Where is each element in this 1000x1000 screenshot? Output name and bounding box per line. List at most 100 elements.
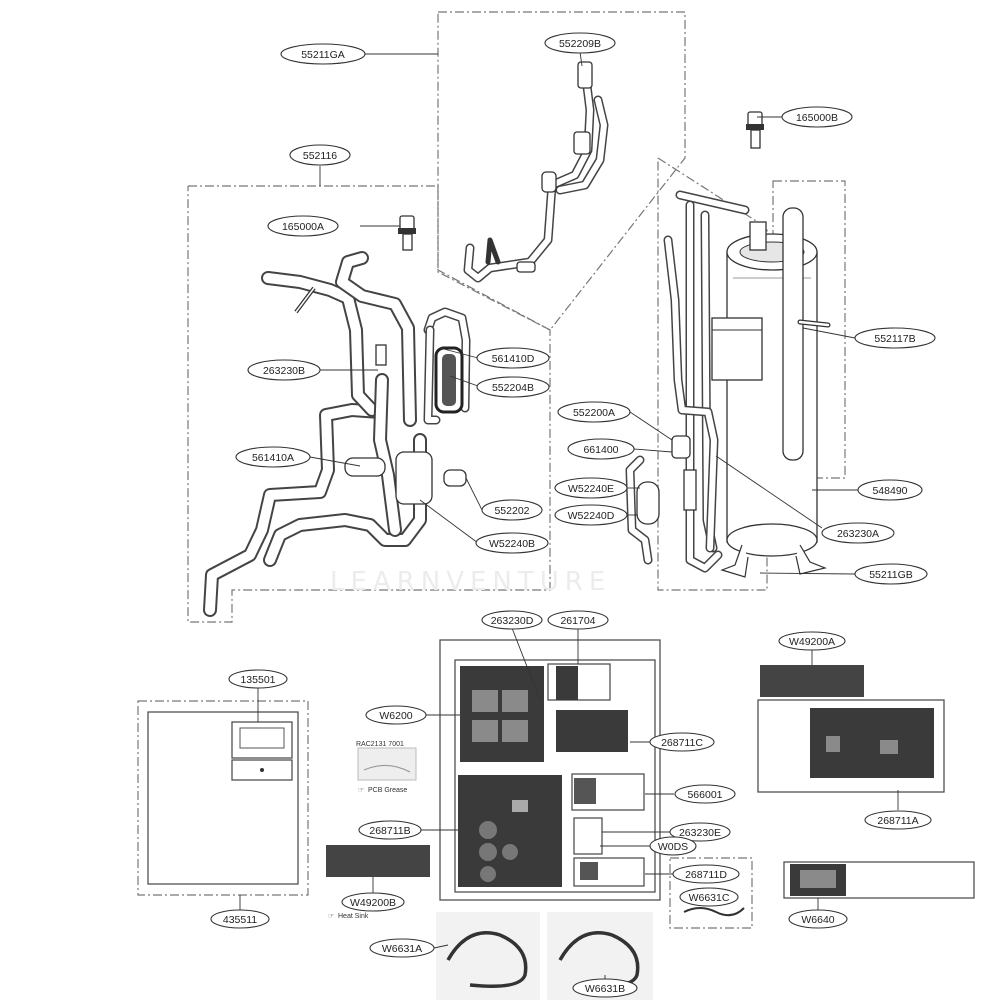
callout-w6631a[interactable]: W6631A xyxy=(369,938,435,958)
callout-552204b[interactable]: 552204B xyxy=(476,376,550,398)
callout-55211ga[interactable]: 55211GA xyxy=(280,43,366,65)
callout-268711d[interactable]: 268711D xyxy=(672,864,740,884)
callout-263230d[interactable]: 263230D xyxy=(481,610,543,630)
callout-label: 661400 xyxy=(583,444,618,456)
heat-sink-note-icon: ☞ xyxy=(328,913,334,920)
callout-435511[interactable]: 435511 xyxy=(210,909,270,929)
callout-268711b[interactable]: 268711B xyxy=(358,820,422,840)
piping-assembly-55211gb xyxy=(625,190,763,573)
callout-label: 165000B xyxy=(796,112,838,124)
callout-label: 552200A xyxy=(573,407,615,419)
group-outline-552116 xyxy=(187,185,551,623)
callout-w6200[interactable]: W6200 xyxy=(365,705,427,725)
callout-263230b[interactable]: 263230B xyxy=(247,359,321,381)
callout-label: 548490 xyxy=(872,485,907,497)
callout-55211gb[interactable]: 55211GB xyxy=(854,563,928,585)
accumulator-552117b xyxy=(782,207,831,461)
leader-lines xyxy=(239,51,899,980)
callout-label: W6631C xyxy=(689,892,730,904)
heat-sink-w49200a xyxy=(760,665,864,697)
control-box xyxy=(439,639,661,901)
callout-165000a[interactable]: 165000A xyxy=(267,215,339,237)
callout-label: 55211GA xyxy=(301,49,345,61)
callout-label: 552209B xyxy=(559,38,601,50)
callout-w6640[interactable]: W6640 xyxy=(788,909,848,929)
callout-552202[interactable]: 552202 xyxy=(481,499,543,521)
callout-263230e[interactable]: 263230E xyxy=(669,822,731,842)
callout-label: W0DS xyxy=(658,841,688,853)
callout-label: 561410A xyxy=(252,452,294,464)
callout-135501[interactable]: 135501 xyxy=(228,669,288,689)
callout-263230a[interactable]: 263230A xyxy=(821,522,895,544)
cable-w6631c xyxy=(683,907,745,917)
callout-552200a[interactable]: 552200A xyxy=(557,401,631,423)
board-w6640 xyxy=(783,861,975,899)
callout-552116[interactable]: 552116 xyxy=(289,144,351,166)
callout-label: 263230E xyxy=(679,827,721,839)
callout-label: 268711A xyxy=(877,815,918,827)
callout-w6631b[interactable]: W6631B xyxy=(572,978,638,998)
callout-268711a[interactable]: 268711A xyxy=(864,810,932,830)
piping-assembly-552116 xyxy=(203,251,471,617)
callout-w49200a[interactable]: W49200A xyxy=(778,631,846,651)
watermark-text: LEARNVENTURE xyxy=(330,567,611,597)
callout-w49200b[interactable]: W49200B xyxy=(341,892,405,912)
cover-panel-435511 xyxy=(147,711,299,885)
callout-566001[interactable]: 566001 xyxy=(674,784,736,804)
callout-label: 263230A xyxy=(837,528,879,540)
callout-label: 268711C xyxy=(661,737,703,749)
callout-label: 552116 xyxy=(303,150,337,162)
pcb-grease-note: PCB Grease xyxy=(368,787,407,794)
pcb-grease-note-icon: ☞ xyxy=(358,787,364,794)
callout-165000b[interactable]: 165000B xyxy=(781,106,853,128)
callout-552117b[interactable]: 552117B xyxy=(854,327,936,349)
heat-sink-w49200b xyxy=(326,845,430,877)
valve-assembly-552209b xyxy=(463,61,609,283)
valve-165000b xyxy=(746,111,764,149)
callout-label: 268711D xyxy=(685,869,727,881)
callout-label: 435511 xyxy=(223,914,257,926)
callout-label: W52240D xyxy=(568,510,615,522)
callout-w52240e[interactable]: W52240E xyxy=(554,477,628,499)
group-outline-w6631c xyxy=(669,857,753,929)
callout-label: 263230D xyxy=(491,615,534,627)
callout-label: 552202 xyxy=(494,505,529,517)
callout-w0ds[interactable]: W0DS xyxy=(649,836,697,856)
callout-label: 263230B xyxy=(263,365,305,377)
callout-label: W52240E xyxy=(568,483,614,495)
callout-label: 552117B xyxy=(874,333,915,345)
callout-label: W6631B xyxy=(585,983,625,995)
cable-w6631a xyxy=(436,912,540,1000)
pcb-grease-tube xyxy=(357,747,417,781)
callout-w52240d[interactable]: W52240D xyxy=(554,504,628,526)
callout-label: 261704 xyxy=(560,615,595,627)
callout-561410a[interactable]: 561410A xyxy=(235,446,311,468)
valve-165000a xyxy=(398,215,416,251)
callout-label: 552204B xyxy=(492,382,534,394)
pcb-grease-code: RAC2131 7001 xyxy=(356,741,404,748)
callout-561410d[interactable]: 561410D xyxy=(476,347,550,369)
callout-label: 566001 xyxy=(687,789,722,801)
heat-sink-note: Heat Sink xyxy=(338,913,369,920)
callout-261704[interactable]: 261704 xyxy=(547,610,609,630)
compressor-548490 xyxy=(720,221,827,578)
callout-661400[interactable]: 661400 xyxy=(567,438,635,460)
callout-label: 561410D xyxy=(492,353,535,365)
group-outline-435511 xyxy=(137,700,309,896)
callout-w52240b[interactable]: W52240B xyxy=(475,532,549,554)
callout-label: 165000A xyxy=(282,221,324,233)
callout-label: W6200 xyxy=(379,710,412,722)
group-outline-55211ga xyxy=(437,11,686,331)
callout-label: W6640 xyxy=(801,914,834,926)
callout-268711c[interactable]: 268711C xyxy=(649,732,715,752)
callout-552209b[interactable]: 552209B xyxy=(544,32,616,54)
callout-label: 135501 xyxy=(240,674,275,686)
callout-548490[interactable]: 548490 xyxy=(857,479,923,501)
callout-label: W49200B xyxy=(350,897,396,909)
callout-label: 268711B xyxy=(369,825,410,837)
callout-label: W52240B xyxy=(489,538,535,550)
callout-w6631c[interactable]: W6631C xyxy=(679,887,739,907)
callout-label: W49200A xyxy=(789,636,835,648)
callout-label: W6631A xyxy=(382,943,422,955)
